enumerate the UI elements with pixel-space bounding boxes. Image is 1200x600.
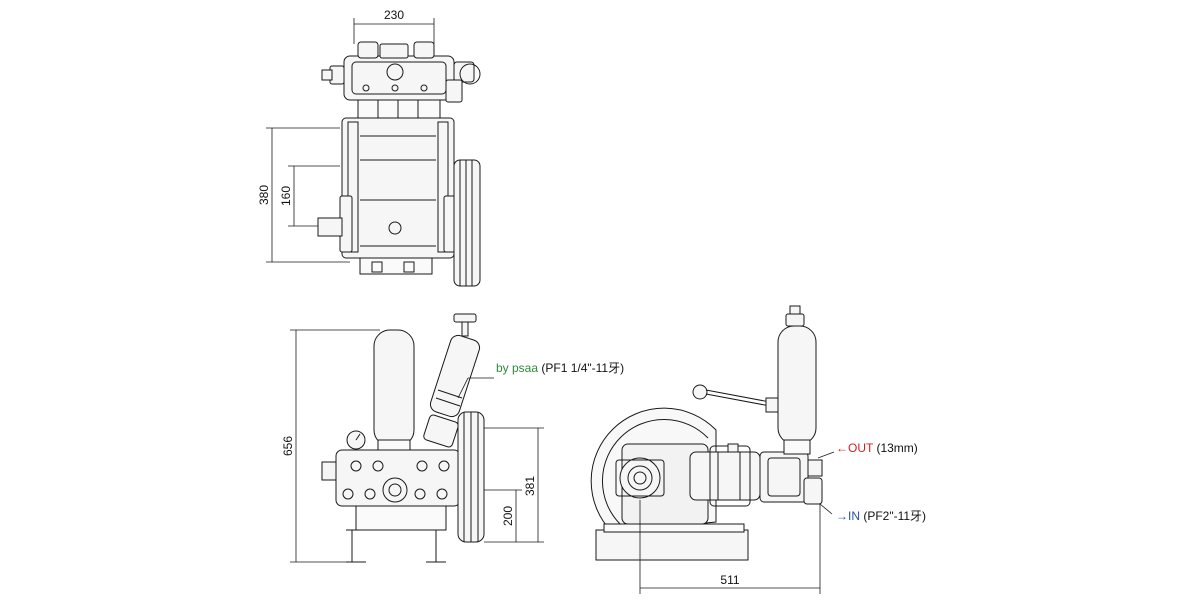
outlet-callout: by psaa (PF1 1/4"-11牙)	[496, 361, 624, 375]
crankcase	[341, 117, 455, 259]
out-callout-spec: (13mm)	[873, 441, 918, 455]
pulley-front	[457, 411, 485, 543]
out-callout: ←OUT (13mm)	[836, 441, 918, 455]
dim-width-230: 230	[384, 8, 404, 22]
dim-shaft-160: 160	[279, 186, 293, 206]
side-pressure-tank	[777, 325, 817, 445]
dim-height-656: 656	[281, 436, 295, 456]
outlet-callout-prefix: by psaa	[496, 361, 538, 375]
outlet-callout-spec: (PF1 1/4"-11牙)	[538, 361, 624, 375]
base-frame	[595, 529, 749, 561]
top-view-dimensions	[266, 18, 435, 263]
relief-valve	[423, 313, 481, 448]
dim-height-380: 380	[257, 185, 271, 205]
out-callout-prefix: ←OUT	[836, 441, 874, 455]
drive-shaft	[317, 217, 343, 237]
pulley	[453, 159, 481, 287]
top-view	[317, 41, 481, 287]
dim-pulley-381: 381	[523, 476, 537, 496]
in-callout-prefix: →IN	[836, 509, 860, 523]
side-view	[590, 305, 823, 561]
dim-length-511: 511	[720, 573, 739, 587]
pump-head	[343, 55, 455, 101]
pressure-tank	[373, 329, 415, 447]
in-callout-spec: (PF2"-11牙)	[860, 509, 926, 523]
front-view	[321, 313, 485, 563]
front-view-dimensions	[290, 329, 544, 563]
dim-base-200: 200	[501, 506, 515, 526]
in-callout: →IN (PF2"-11牙)	[836, 509, 926, 523]
lever-knob	[692, 384, 708, 400]
side-view-dimensions	[639, 451, 835, 594]
